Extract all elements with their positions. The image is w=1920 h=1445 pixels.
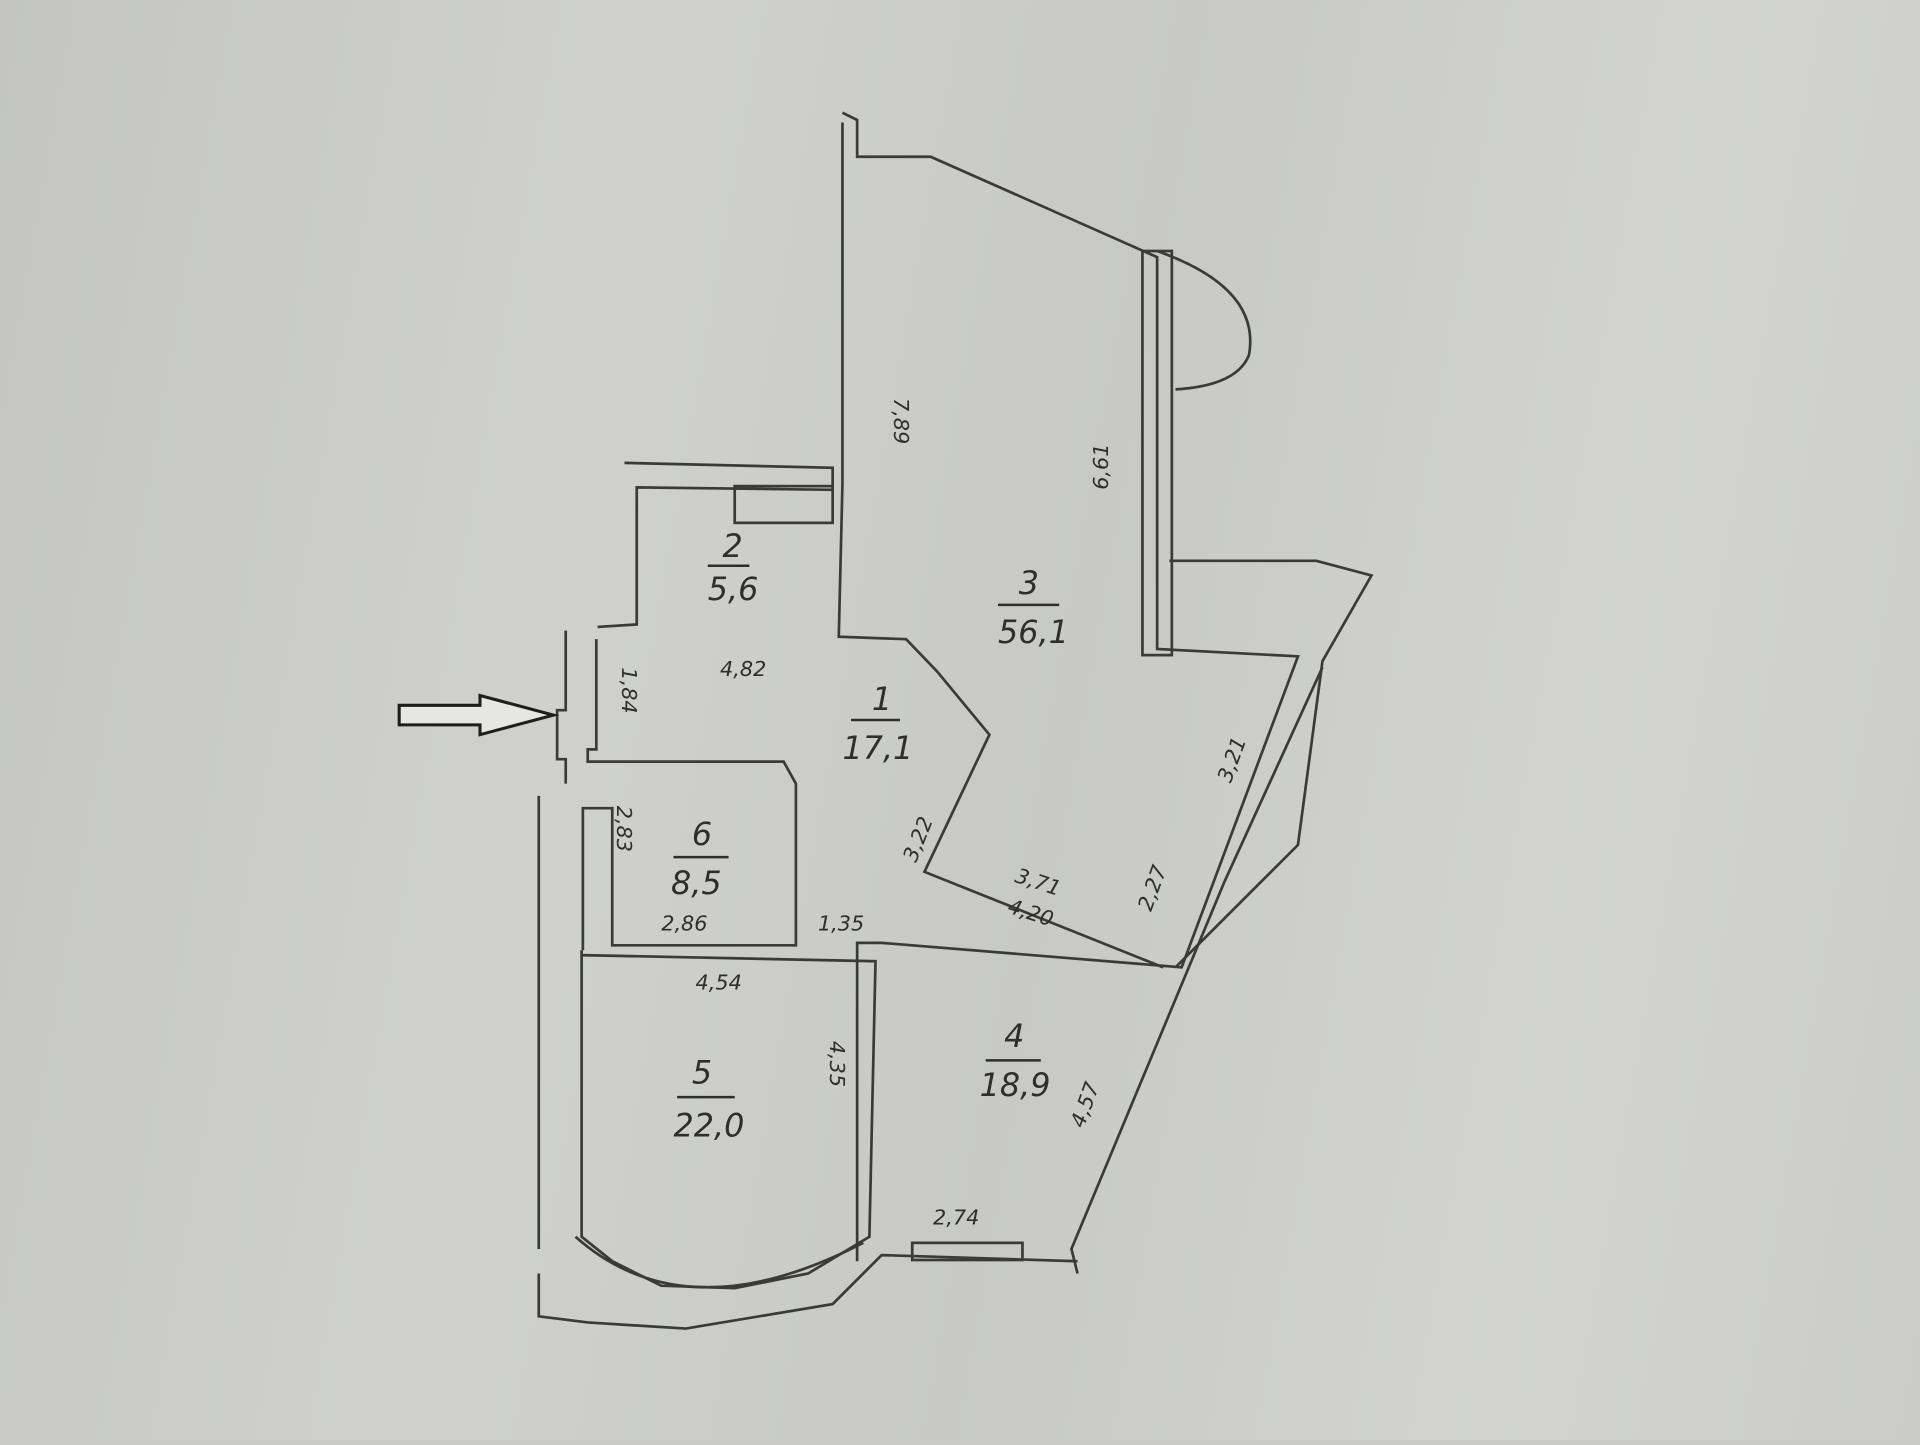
dimension-room6-bottom: 2,86 xyxy=(661,912,707,936)
room-area: 8,5 xyxy=(671,864,722,902)
room6-outline xyxy=(581,639,798,951)
room-area: 18,9 xyxy=(980,1066,1051,1104)
room-number: 5 xyxy=(692,1054,712,1092)
dimension-room1-top: 4,82 xyxy=(720,657,766,681)
arrow-right-icon xyxy=(397,693,560,737)
room-label-4: 4 18,9 xyxy=(980,1017,1051,1104)
dimension-room3-left: 7,89 xyxy=(889,398,913,444)
room-label-1: 1 17,1 xyxy=(842,680,913,767)
dimension-room6-left: 2,83 xyxy=(612,806,636,852)
room-number: 3 xyxy=(1019,564,1039,602)
room-label-6: 6 8,5 xyxy=(671,815,729,902)
dimension-room4-right: 4,57 xyxy=(1066,1078,1105,1130)
bay-balcony xyxy=(1156,249,1252,391)
bottom-wall xyxy=(537,1253,1078,1330)
dimension-corridor: 1,35 xyxy=(818,912,864,936)
dimension-room3-lower: 3,21 xyxy=(1213,734,1251,786)
room4-outer-wall xyxy=(1070,666,1324,1274)
dimension-wall-top: 3,71 xyxy=(1012,864,1063,901)
room-area: 17,1 xyxy=(842,729,913,767)
room4-window xyxy=(910,1241,1024,1262)
balcony-wall xyxy=(1141,249,1174,657)
dimension-room4-window: 2,27 xyxy=(1133,862,1172,914)
room-area: 22,0 xyxy=(673,1106,744,1144)
room-label-3: 3 56,1 xyxy=(998,564,1069,651)
room-label-2: 2 5,6 xyxy=(707,527,759,608)
dimension-labels: 7,89 6,61 3,21 4,82 1,84 3,22 2,83 2,86 … xyxy=(612,398,1251,1230)
room-area: 5,6 xyxy=(708,570,759,608)
room5-outline xyxy=(580,950,877,1290)
dimension-room4-top: 4,20 xyxy=(1005,894,1056,931)
room-label-5: 5 22,0 xyxy=(673,1054,744,1145)
entrance-wall xyxy=(555,630,568,784)
room1-room3-wall xyxy=(837,122,1164,969)
bay-window xyxy=(574,1235,864,1289)
room3-outline xyxy=(841,111,1300,1262)
room-area: 56,1 xyxy=(998,613,1069,651)
dimension-room3-right: 6,61 xyxy=(1089,443,1113,489)
dimension-room5-right: 4,35 xyxy=(825,1041,849,1087)
room-number: 6 xyxy=(692,815,712,853)
dimension-room1-left: 1,84 xyxy=(617,667,641,713)
room-number: 2 xyxy=(722,527,742,565)
right-outer-wall xyxy=(1169,559,1374,969)
room-number: 1 xyxy=(872,680,892,718)
room2-fixture xyxy=(733,484,835,525)
dimension-room4-bottom: 2,74 xyxy=(933,1205,979,1229)
walls xyxy=(537,111,1374,1330)
dimension-room5-top: 4,54 xyxy=(696,970,742,994)
room-number: 4 xyxy=(1004,1017,1024,1055)
